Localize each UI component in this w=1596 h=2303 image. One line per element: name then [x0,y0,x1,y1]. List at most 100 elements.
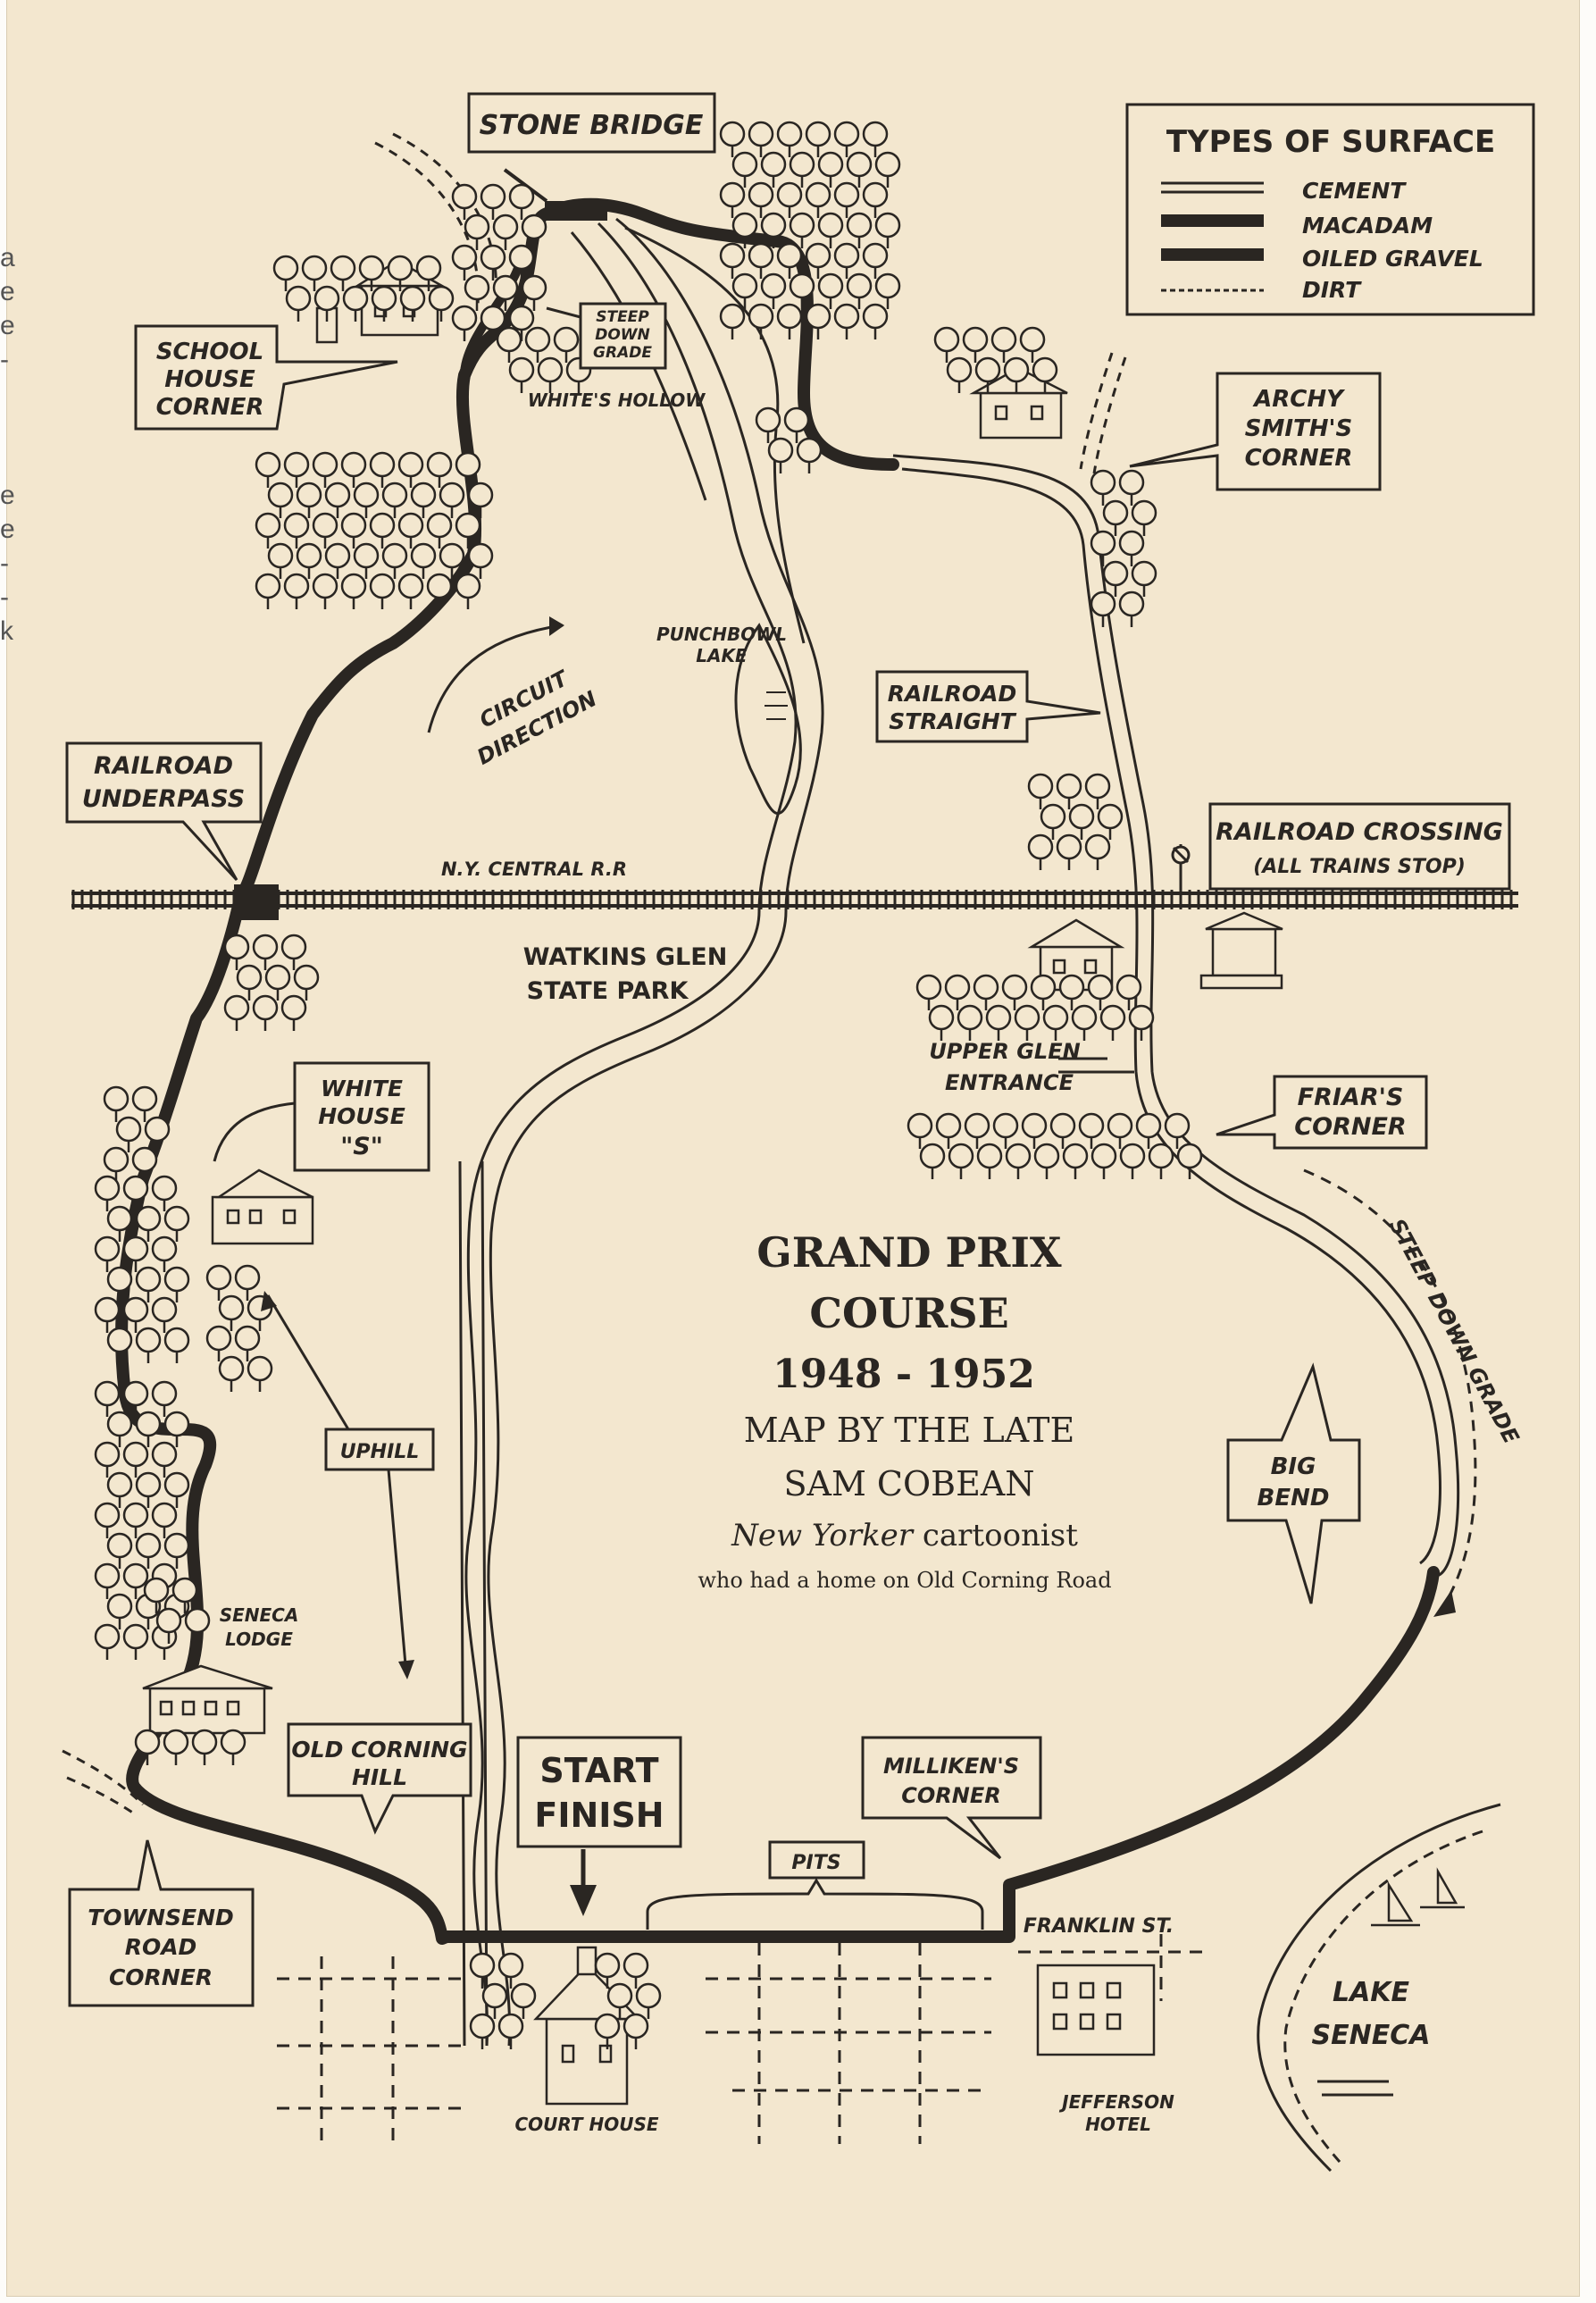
tree-icon [1131,499,1157,536]
tree-icon [223,934,250,970]
tree-icon [312,451,338,488]
tree-icon [163,1532,190,1569]
svg-text:HILL: HILL [352,1764,407,1790]
tree-icon [122,1380,149,1417]
tree-icon [1102,499,1129,536]
tree-icon [833,303,860,339]
tree-icon [467,482,494,518]
surface-types-legend: TYPES OF SURFACE CEMENT MACADAM OILED GR… [1125,103,1535,316]
punchbowl-lake-shape [734,623,802,816]
tree-icon [497,2013,524,2049]
edge-fragment: e [0,515,15,544]
tree-icon [340,451,367,488]
svg-text:CORNER: CORNER [901,1783,1000,1808]
tree-icon [151,1380,178,1417]
tree-icon [1078,1112,1105,1149]
tree-icon [776,181,803,218]
tree-icon [973,974,999,1010]
tree-icon [805,303,831,339]
tree-icon [135,1411,162,1447]
tree-icon [94,1562,121,1599]
tree-icon [103,1085,130,1122]
tree-icon [143,1577,170,1613]
tree-icon [135,1471,162,1508]
tree-icon [796,437,823,473]
tree-icon [760,272,787,309]
svg-text:MILLIKEN'S: MILLIKEN'S [883,1754,1019,1779]
tree-icon [163,1729,189,1765]
tree-icon [1027,773,1054,809]
tree-icon [1090,590,1116,627]
railroad-track [71,890,1518,909]
tree-icon [371,285,397,322]
franklin-st-label: FRANKLIN ST. [1024,1915,1174,1938]
steep-down-grade-side-label: STEEP DOWN GRADE [1384,1215,1525,1449]
tree-icon [342,285,369,322]
tree-icon [340,512,367,549]
tree-icon [537,356,564,393]
tree-icon [264,964,291,1001]
tree-icon [748,121,774,157]
svg-text:CORNER: CORNER [1245,445,1353,472]
railroad-underpass-bridge [234,884,279,920]
tree-icon [399,285,426,322]
edge-fragment: - [0,582,9,612]
tree-icon [144,1116,171,1152]
ny-central-rr-label: N.Y. CENTRAL R.R [441,858,627,880]
tree-icon [234,1325,261,1361]
tree-icon [789,272,815,309]
seneca-lodge-label-line2: LODGE [225,1629,293,1650]
svg-text:PITS: PITS [791,1852,840,1874]
archy-smiths-corner-label: ARCHY SMITH'S CORNER [1129,372,1382,491]
tree-icon [106,1593,133,1629]
old-corning-hill-label: OLD CORNING HILL [287,1722,472,1835]
tree-icon [135,1205,162,1242]
tree-icon [719,121,746,157]
tree-icon [1164,1112,1191,1149]
tree-icon [964,1112,990,1149]
tree-icon [94,1623,121,1660]
townsend-road-corner-label: TOWNSEND ROAD CORNER [68,1839,255,2007]
tree-icon [313,285,340,322]
tree-icon [184,1607,211,1644]
tree-icon [94,1235,121,1272]
tree-icon [455,451,481,488]
svg-text:OLD CORNING: OLD CORNING [291,1737,467,1763]
tree-icon [1068,803,1095,840]
start-finish-label: START FINISH [516,1736,682,1916]
steep-down-grade-arrow [1303,1168,1477,1609]
tree-icon [439,482,465,518]
tree-icon [115,1116,142,1152]
steep-down-grade-arrowhead [1433,1590,1456,1617]
stone-bridge-label: STONE BRIDGE [467,92,716,154]
jefferson-hotel-label-line2: HOTEL [1085,2114,1151,2135]
tree-icon [451,183,478,220]
svg-text:DOWN: DOWN [595,326,650,344]
tree-icon [353,542,380,579]
tree-icon [285,285,312,322]
tree-icon [280,934,307,970]
tree-icon [151,1502,178,1538]
punchbowl-lake-label-line2: LAKE [696,645,748,666]
title-line-5: SAM COBEAN [783,1464,1034,1503]
tree-icon [151,1441,178,1478]
tree-icon [962,326,989,363]
edge-fragment: e [0,311,15,340]
millikens-corner-label: MILLIKEN'S CORNER [861,1736,1042,1860]
tree-icon [94,1296,121,1333]
tree-icon [283,573,310,609]
tree-icon [247,1355,273,1392]
svg-text:UNDERPASS: UNDERPASS [82,785,245,813]
tree-icon [1014,1004,1040,1041]
tree-icon [1090,530,1116,566]
tree-icon [223,994,250,1031]
tree-icon [255,512,281,549]
svg-text:"S": "S" [340,1133,383,1160]
tree-icon [957,1004,983,1041]
tree-icon [496,326,522,363]
lake-seneca-label-line1: LAKE [1333,1977,1410,2008]
tree-icon [508,305,535,341]
tree-icon [776,242,803,279]
tree-icon [817,272,844,309]
tree-icon [748,242,774,279]
